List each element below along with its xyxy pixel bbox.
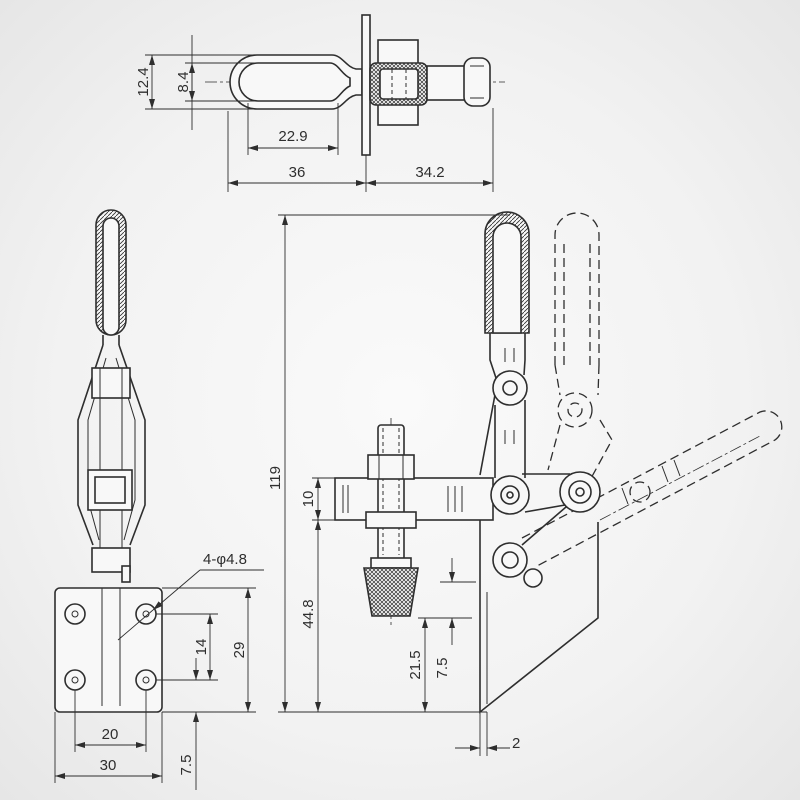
dim-label-plate-height: 29 xyxy=(231,642,248,659)
side-view: 4-φ4.8 29 14 20 30 7.5 xyxy=(54,209,264,790)
dim-label-spindle-length: 34.2 xyxy=(415,164,444,181)
spindle-pad xyxy=(463,57,491,107)
phantom-handle-grip-core xyxy=(563,240,591,365)
dim-label-handle-length: 36 xyxy=(289,164,306,181)
handle-neck xyxy=(102,335,120,345)
mounting-hole xyxy=(135,669,157,691)
body-on-plate xyxy=(101,588,121,706)
dim-label-hole-pitch-horizontal: 20 xyxy=(102,726,119,743)
dim-label-hole-pitch-vertical: 14 xyxy=(193,639,210,656)
hole-callout-label: 4-φ4.8 xyxy=(203,551,247,568)
top-view: 12.4 8.4 22.9 36 34.2 xyxy=(135,14,505,192)
mounting-hole xyxy=(135,603,157,625)
front-view: 119 10 44.8 21.5 7.5 2 xyxy=(267,211,783,756)
tip-cap xyxy=(370,557,412,569)
phantom-arm-centerline xyxy=(599,435,761,521)
phantom-clamp-arm xyxy=(521,410,783,567)
handle-lever-upper xyxy=(489,333,526,379)
open-position-phantom xyxy=(521,212,783,567)
dim-label-hole-edge-offset: 7.5 xyxy=(178,755,195,776)
top-pivot-pin xyxy=(502,380,518,396)
dim-label-arm-height: 44.8 xyxy=(300,599,317,628)
rubber-tip xyxy=(363,567,419,617)
hole-callout-leader xyxy=(117,609,154,641)
spindle-bolt xyxy=(377,424,405,561)
dim-label-loop-length: 22.9 xyxy=(278,128,307,145)
dim-label-spindle-height: 21.5 xyxy=(407,650,424,679)
phantom-pivot xyxy=(557,392,593,428)
sleeve-core xyxy=(379,68,419,100)
washer xyxy=(365,511,417,529)
upper-bracket-edge xyxy=(479,383,498,588)
toggle-link xyxy=(521,473,570,546)
dim-label-inner-height: 8.4 xyxy=(175,72,192,93)
hex-nut-edges xyxy=(378,455,404,479)
handle-grip-core xyxy=(102,217,120,336)
mounting-hole xyxy=(64,603,86,625)
hole-center xyxy=(142,676,150,684)
handle-lever-lower xyxy=(494,400,526,478)
dim-label-plate-width: 30 xyxy=(100,757,117,774)
mounting-flange xyxy=(361,14,371,156)
hole-callout-leader xyxy=(152,569,201,611)
dim-label-overall-height: 119 xyxy=(267,466,284,490)
upper-knuckle xyxy=(91,367,131,399)
lower-pin xyxy=(121,565,131,583)
phantom-pivot-pin xyxy=(567,402,583,418)
lower-pivot-pin xyxy=(501,551,519,569)
phantom-arm-marks xyxy=(621,459,681,505)
spindle-shaft xyxy=(426,65,468,101)
spindle-thread-lines xyxy=(382,428,400,555)
middle-pivot-pin xyxy=(506,491,514,499)
phantom-arm-pin xyxy=(629,481,651,503)
base-bracket-outline xyxy=(479,522,599,714)
lever-marks xyxy=(504,348,515,444)
hex-nut xyxy=(367,454,415,480)
dim-label-tip-offset: 7.5 xyxy=(434,658,451,679)
rod-lines xyxy=(99,398,123,548)
phantom-lever xyxy=(547,364,613,481)
hole-center xyxy=(71,676,79,684)
phantom-handle-grip xyxy=(554,212,600,365)
body-outer-outline xyxy=(77,344,146,546)
dim-label-arm-thickness: 10 xyxy=(300,491,317,508)
middle-block-inner xyxy=(94,476,126,504)
stop-pin xyxy=(523,568,543,588)
handle-inner-outline xyxy=(238,62,351,102)
dim-label-outer-height: 12.4 xyxy=(135,67,152,96)
upper-knuckle-edges xyxy=(99,368,123,398)
link-pivot-pin xyxy=(575,487,585,497)
hole-center xyxy=(71,610,79,618)
clamp-arm-marks xyxy=(342,485,463,513)
mounting-hole xyxy=(64,669,86,691)
dim-label-base-thickness: 2 xyxy=(512,735,520,752)
handle-grip-front-core xyxy=(492,222,522,334)
